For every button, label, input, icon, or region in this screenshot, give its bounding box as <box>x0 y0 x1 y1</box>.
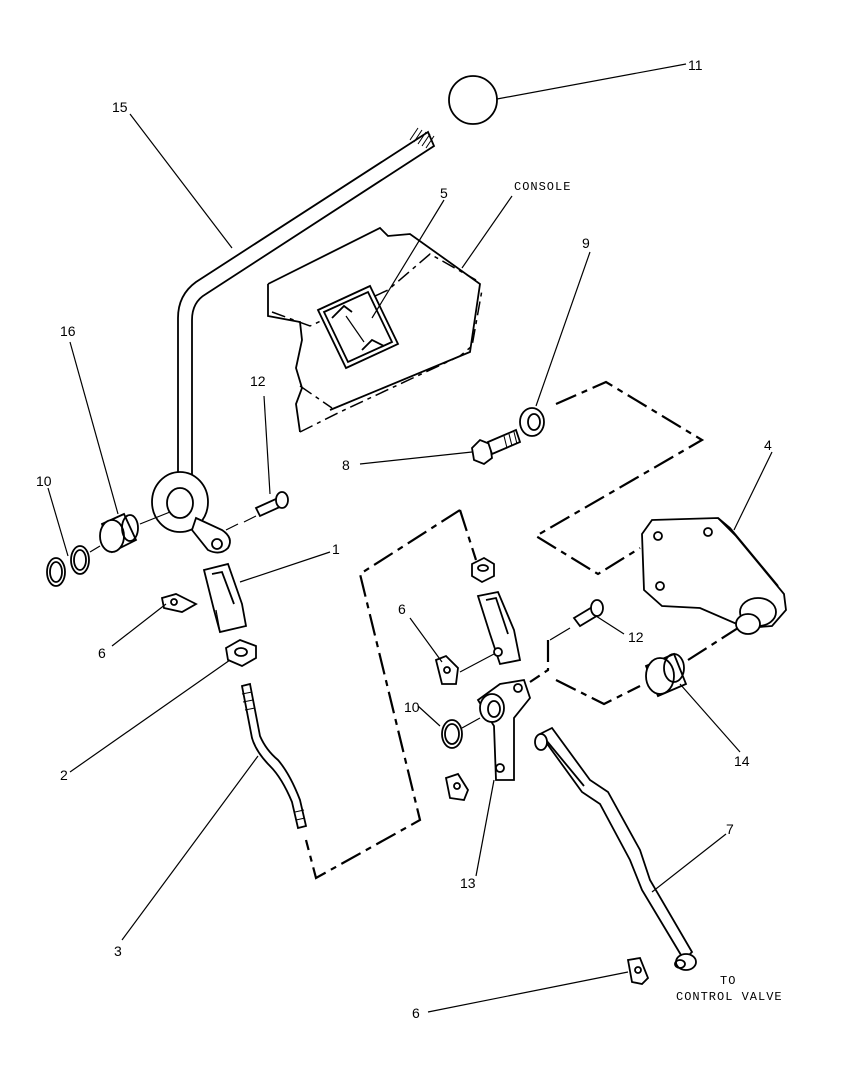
callout-6-left: 6 <box>98 645 106 661</box>
note-to: TO <box>720 974 736 988</box>
part-4-mounting-bracket <box>641 517 787 635</box>
part-7-control-rod <box>534 726 697 971</box>
part-1-clevis-left <box>202 562 248 634</box>
callout-12-right: 12 <box>628 629 644 645</box>
part-11-knob <box>448 75 498 125</box>
part-2-nut-right <box>471 556 495 584</box>
part-5-shift-pattern-plate <box>316 284 400 370</box>
part-9-spacer <box>519 407 545 437</box>
console-panel <box>267 226 483 433</box>
callout-11: 11 <box>688 57 703 73</box>
part-6-clip-bottom <box>626 956 650 985</box>
callout-1: 1 <box>332 541 340 557</box>
part-1-clevis-right <box>459 590 522 673</box>
note-control-valve: CONTROL VALVE <box>676 990 783 1004</box>
part-8-bolt <box>471 428 522 466</box>
callout-6-middle: 6 <box>398 601 406 617</box>
callout-15: 15 <box>112 99 128 115</box>
callout-7: 7 <box>726 821 734 837</box>
leader-lines <box>47 63 773 1013</box>
part-15-shift-lever <box>151 127 436 554</box>
part-14-bushing <box>644 652 688 698</box>
callout-10-right: 10 <box>404 699 420 715</box>
part-6-clip-left <box>160 593 198 613</box>
text-notes: CONSOLE TO CONTROL VALVE <box>514 180 783 1004</box>
part-12-pin-left <box>225 491 289 531</box>
callout-16: 16 <box>60 323 76 339</box>
callout-2: 2 <box>60 767 68 783</box>
callout-8: 8 <box>342 457 350 473</box>
part-10-washer-right <box>441 717 481 749</box>
callout-6-bottom: 6 <box>412 1005 420 1021</box>
callout-9: 9 <box>582 235 590 251</box>
part-6-clip-middle <box>434 654 459 685</box>
part-10-washers-left <box>46 545 101 587</box>
part-2-nut <box>225 639 257 668</box>
part-13-arm <box>476 678 532 781</box>
part-3-link-rod <box>240 682 308 830</box>
part-12-pin-right <box>549 599 604 641</box>
callout-5: 5 <box>440 185 448 201</box>
callout-12-left: 12 <box>250 373 266 389</box>
callout-3: 3 <box>114 943 122 959</box>
callout-13: 13 <box>460 875 476 891</box>
assembly-phantom-lines <box>304 380 739 880</box>
callout-14: 14 <box>734 753 750 769</box>
part-16-bushing <box>99 511 171 554</box>
callout-10-left: 10 <box>36 473 52 489</box>
part-6-clip-lower <box>444 772 470 801</box>
note-console: CONSOLE <box>514 180 571 194</box>
callout-labels: 11 15 5 9 16 12 8 4 10 1 6 6 12 10 14 2 … <box>36 57 772 1021</box>
callout-4: 4 <box>764 437 772 453</box>
